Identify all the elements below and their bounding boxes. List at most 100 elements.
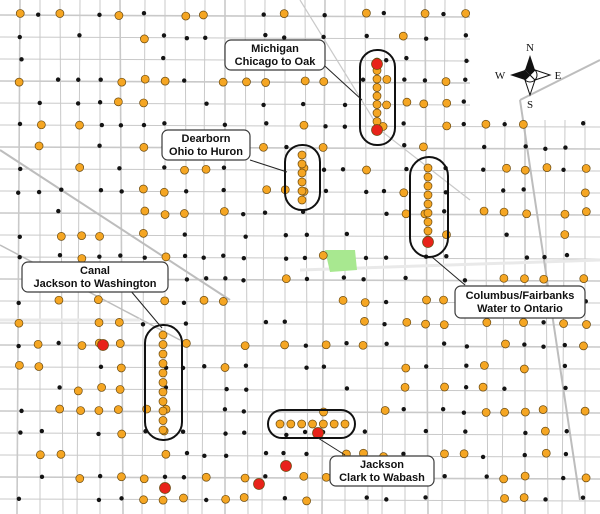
corridor-canal-outline: [144, 324, 183, 441]
intersection-dot-orange: [75, 474, 85, 483]
intersection-dot: [304, 232, 310, 237]
intersection-dot-orange: [442, 98, 452, 108]
intersection-dot-orange: [180, 209, 189, 218]
intersection-dot: [561, 475, 566, 481]
intersection-dot: [181, 300, 187, 305]
intersection-dot-orange: [262, 185, 272, 195]
intersection-dot-orange: [33, 339, 43, 349]
intersection-dot: [381, 188, 387, 194]
intersection-dot: [423, 495, 428, 500]
intersection-dot: [262, 210, 268, 215]
corridor-dot: [372, 108, 382, 118]
intersection-dot-orange: [179, 493, 188, 503]
intersection-dot-orange: [261, 78, 270, 87]
intersection-dot-orange: [201, 472, 211, 482]
intersection-dot: [18, 430, 23, 435]
intersection-dot-orange: [402, 317, 412, 327]
intersection-dot: [463, 77, 468, 82]
intersection-dot-orange: [502, 163, 511, 173]
intersection-dot-orange: [218, 297, 228, 306]
corridor-dot: [297, 150, 307, 160]
high-crash-marker-red: [253, 478, 265, 490]
intersection-dot-orange: [240, 473, 250, 483]
intersection-dot-orange: [481, 408, 491, 417]
intersection-dot: [541, 344, 546, 349]
street-diagonal: [299, 0, 381, 131]
intersection-dot: [401, 121, 406, 126]
intersection-dot-orange: [220, 363, 230, 372]
intersection-dot: [55, 77, 61, 82]
corridor-dot: [297, 159, 307, 169]
intersection-dot-orange: [422, 295, 431, 305]
corridor-dot: [329, 419, 339, 429]
intersection-dot: [304, 451, 309, 457]
street-horizontal: [0, 14, 471, 18]
intersection-dot: [480, 454, 486, 460]
intersection-dot: [404, 55, 409, 61]
intersection-dot-orange: [499, 273, 509, 283]
corridor-dot: [297, 186, 307, 196]
intersection-dot: [562, 342, 567, 348]
intersection-dot-orange: [140, 34, 149, 44]
intersection-dot: [442, 209, 447, 214]
intersection-dot: [523, 430, 528, 436]
intersection-dot: [261, 12, 266, 17]
intersection-dot: [303, 343, 309, 348]
corridor-dot: [423, 181, 433, 191]
intersection-dot: [97, 100, 103, 105]
intersection-dot: [300, 101, 306, 107]
corridor-dot: [158, 387, 168, 397]
intersection-dot-orange: [139, 474, 149, 484]
intersection-dot: [361, 277, 366, 282]
intersection-dot: [363, 255, 369, 261]
intersection-dot-orange: [521, 407, 530, 417]
intersection-dot: [182, 78, 187, 83]
intersection-dot-orange: [398, 31, 408, 41]
intersection-dot-orange: [139, 495, 148, 505]
intersection-dot: [341, 275, 347, 280]
intersection-dot-orange: [580, 188, 590, 198]
corridor-dot: [297, 195, 307, 205]
intersection-dot-orange: [259, 142, 268, 152]
intersection-dot: [201, 255, 206, 260]
intersection-dot-orange: [538, 405, 548, 414]
intersection-dot: [17, 34, 22, 40]
intersection-dot-orange: [55, 404, 65, 414]
intersection-dot: [202, 453, 207, 459]
intersection-dot: [36, 189, 42, 195]
intersection-dot-orange: [161, 252, 171, 262]
corridor-dot: [372, 74, 382, 84]
intersection-dot-orange: [221, 494, 230, 504]
corridor-dot: [372, 83, 382, 92]
intersection-dot-orange: [97, 383, 106, 392]
intersection-dot: [77, 33, 82, 38]
intersection-dot-orange: [302, 496, 311, 506]
intersection-dot: [184, 35, 190, 41]
intersection-dot: [401, 407, 406, 412]
intersection-dot: [463, 429, 468, 434]
intersection-dot-orange: [114, 11, 124, 20]
intersection-dot-orange: [401, 363, 411, 373]
intersection-dot: [162, 165, 167, 170]
intersection-dot: [17, 255, 22, 260]
intersection-dot-orange: [299, 120, 309, 130]
intersection-dot: [384, 341, 389, 346]
intersection-dot-orange: [113, 405, 123, 414]
intersection-dot: [521, 187, 526, 192]
intersection-dot-orange: [581, 164, 591, 173]
corridor-dot: [158, 330, 168, 340]
intersection-dot: [563, 451, 569, 457]
intersection-dot: [284, 144, 289, 150]
intersection-dot: [360, 77, 366, 82]
intersection-dot-orange: [540, 426, 550, 436]
intersection-dot: [323, 124, 328, 129]
intersection-dot: [223, 431, 228, 436]
intersection-dot: [118, 253, 123, 258]
intersection-dot-orange: [499, 207, 509, 217]
intersection-dot: [384, 211, 389, 217]
intersection-dot: [75, 101, 81, 106]
label-canal-line2: Jackson to Washington: [33, 278, 156, 290]
intersection-dot: [464, 363, 469, 368]
street-diagonal: [0, 149, 231, 301]
